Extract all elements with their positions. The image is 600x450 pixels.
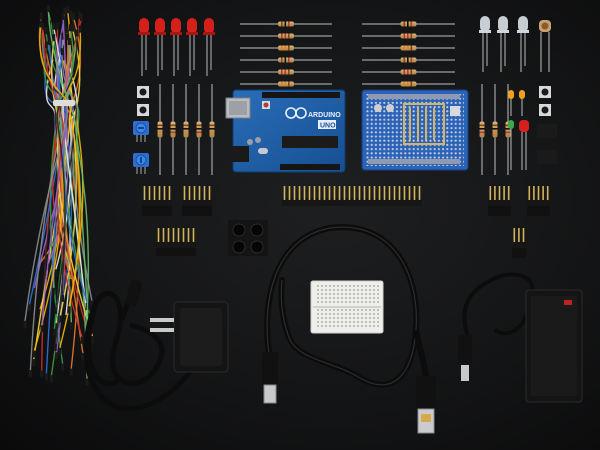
board-brand-label: ARDUINO xyxy=(308,112,341,119)
red-led-icon xyxy=(519,120,529,170)
proto-shield-board-icon xyxy=(361,89,469,171)
rubber-feet-icon xyxy=(228,220,268,256)
wall-adapter-icon xyxy=(83,279,229,412)
mini-breadboard-icon xyxy=(310,280,384,334)
jumper-wire-bundle-icon xyxy=(23,5,94,386)
battery-holder-icon xyxy=(458,272,583,403)
resistor-icon xyxy=(157,84,511,175)
clear-led-icon xyxy=(479,16,551,72)
pushbutton-icon xyxy=(539,86,551,116)
resistor-icon xyxy=(508,90,525,170)
board-model-label: UNO xyxy=(320,123,336,130)
resistor-icon xyxy=(240,21,455,87)
potentiometer-icon xyxy=(133,121,149,174)
pin-header-icon xyxy=(142,186,550,258)
pin-header-icon xyxy=(537,124,557,164)
arduino-uno-board-icon: ARDUINO UNO xyxy=(225,89,346,173)
usb-cable-icon xyxy=(262,224,436,434)
red-led-icon xyxy=(138,18,215,76)
pushbutton-icon xyxy=(137,86,149,116)
